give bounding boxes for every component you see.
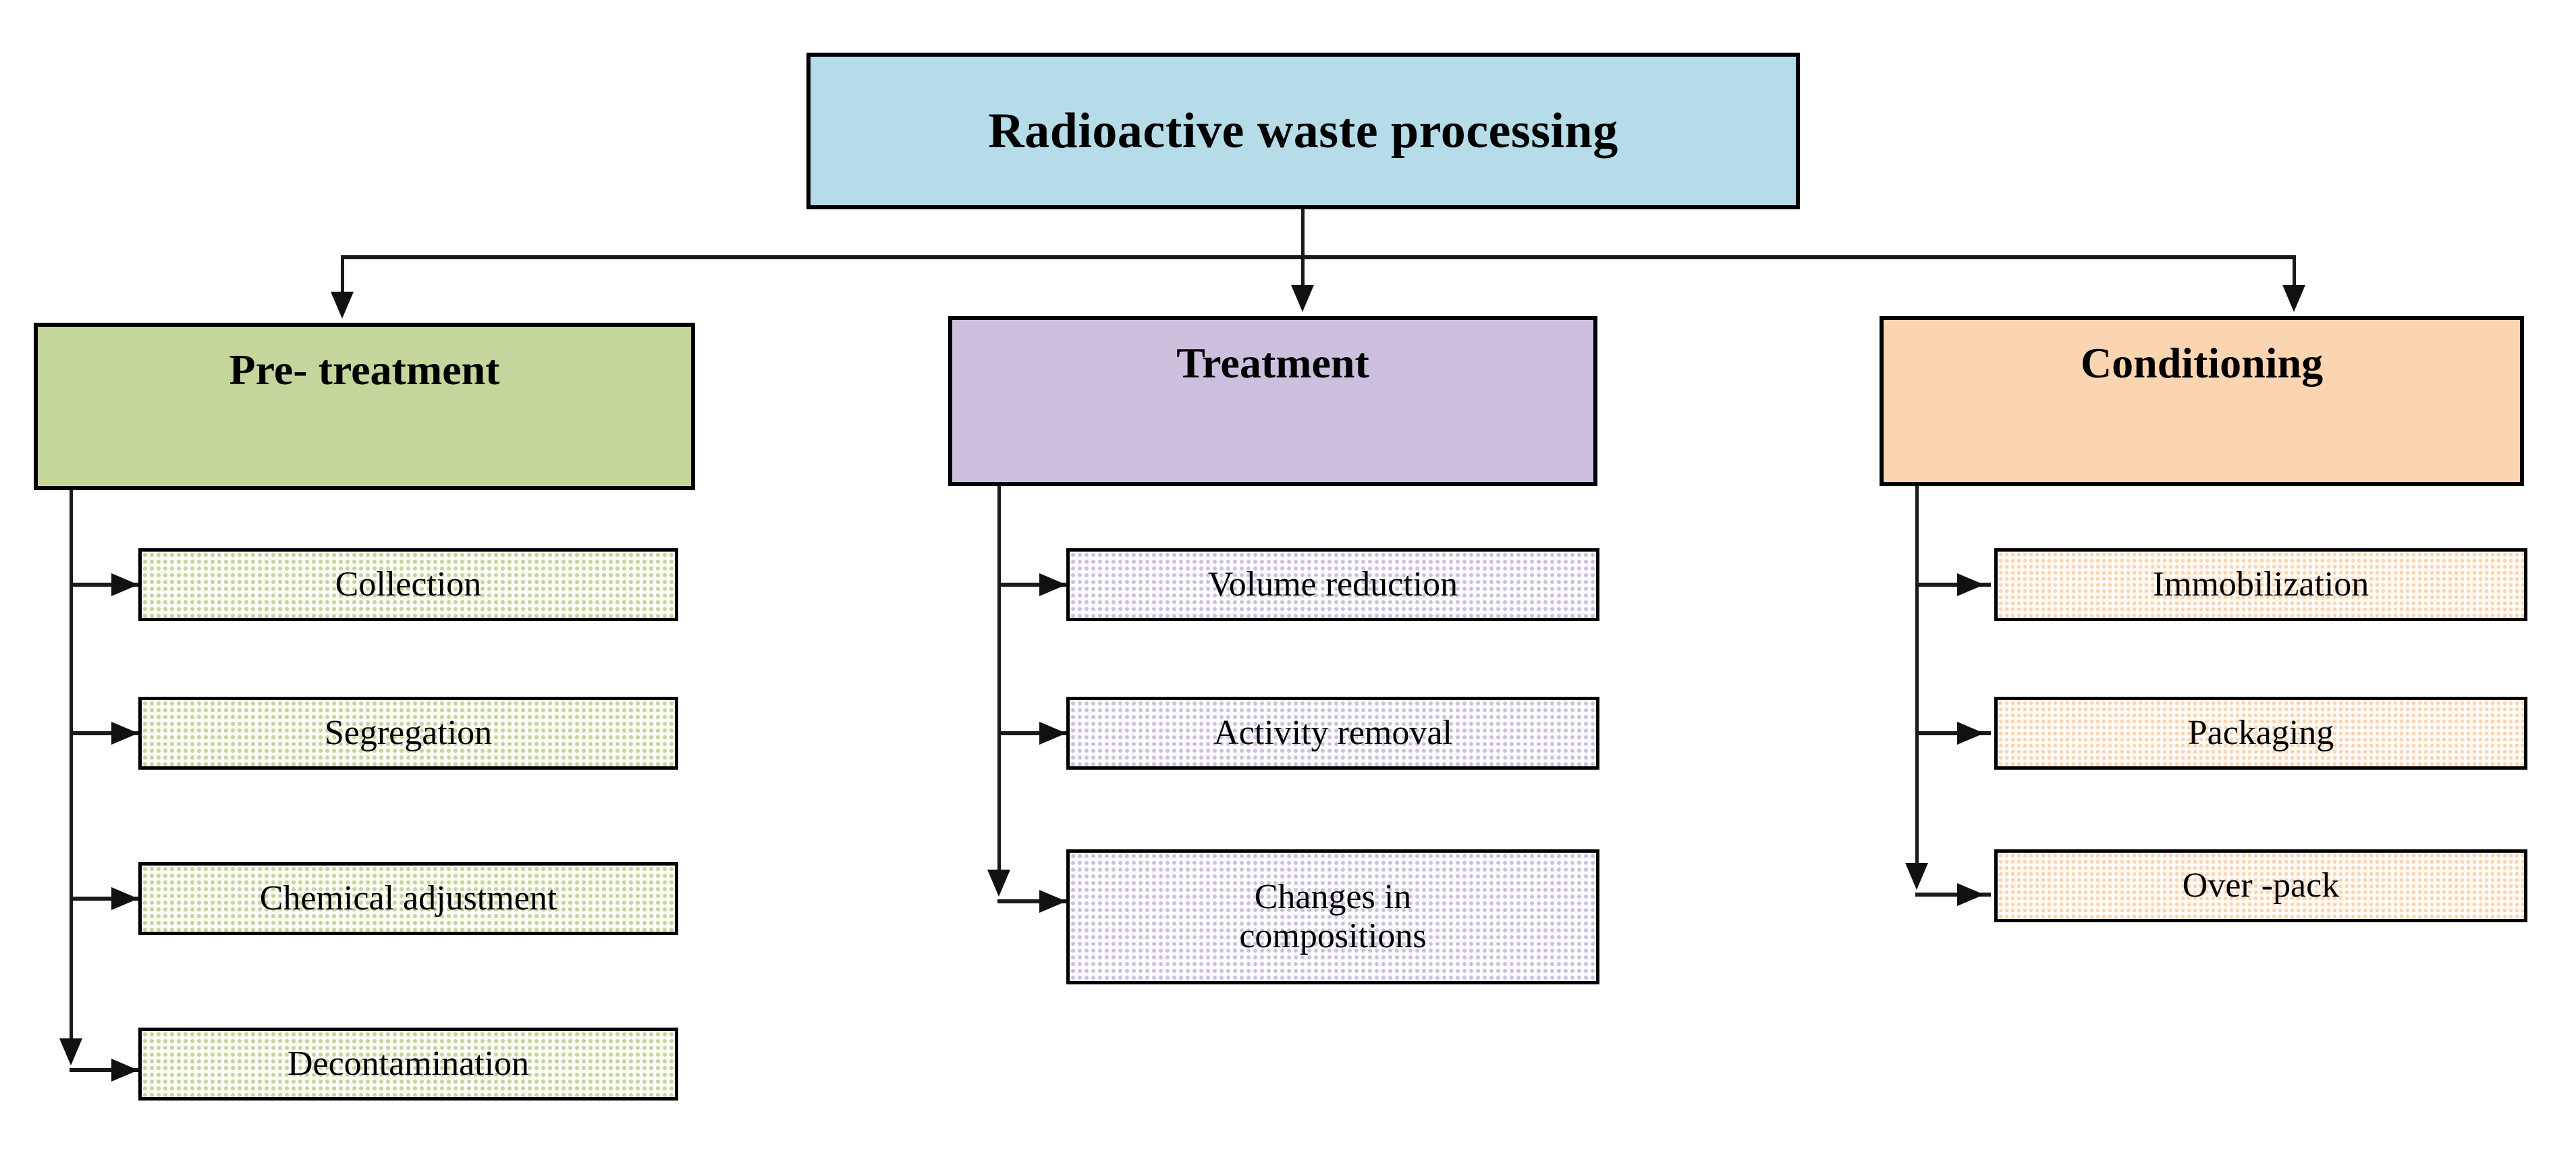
- branch-label-pre-treatment: Pre- treatment: [229, 346, 500, 394]
- step-label-decontamination: Decontamination: [287, 1044, 530, 1083]
- connector-branch-activity-removal: [997, 731, 1073, 735]
- step-node-activity-removal[interactable]: Activity removal: [1066, 697, 1599, 770]
- connector-branch-decontamination: [70, 1068, 144, 1072]
- arrowhead-down-conditioning-spine-icon: [1905, 863, 1928, 890]
- arrowhead-right-over-pack-icon: [1957, 883, 1984, 906]
- connector-branch-collection: [70, 583, 144, 587]
- step-label-changes-line1: Changes in: [1254, 877, 1412, 916]
- connector-branch-over-pack: [1915, 893, 1991, 897]
- step-node-collection[interactable]: Collection: [138, 548, 678, 621]
- step-label-collection: Collection: [335, 564, 482, 604]
- step-label-packaging: Packaging: [2187, 713, 2334, 752]
- arrowhead-right-activity-removal-icon: [1039, 722, 1066, 745]
- step-node-immobilization[interactable]: Immobilization: [1994, 548, 2527, 621]
- arrowhead-right-chemical-icon: [111, 887, 138, 910]
- step-node-segregation[interactable]: Segregation: [138, 697, 678, 770]
- connector-spine-conditioning: [1915, 486, 1919, 884]
- step-label-activity-removal: Activity removal: [1213, 713, 1452, 752]
- connector-branch-changes: [997, 899, 1073, 903]
- step-node-over-pack[interactable]: Over -pack: [1994, 849, 2527, 922]
- step-node-decontamination[interactable]: Decontamination: [138, 1028, 678, 1101]
- connector-branch-packaging: [1915, 731, 1991, 735]
- connector-branch-chemical: [70, 897, 144, 901]
- step-node-changes-in-compositions[interactable]: Changes in compositions: [1066, 849, 1599, 984]
- branch-node-pre-treatment[interactable]: Pre- treatment: [34, 323, 695, 490]
- branch-node-conditioning[interactable]: Conditioning: [1880, 316, 2524, 486]
- root-node-label: Radioactive waste processing: [988, 103, 1618, 159]
- connector-distributor-bar: [341, 255, 2295, 259]
- connector-drop-treatment: [1301, 255, 1305, 290]
- branch-node-treatment[interactable]: Treatment: [948, 316, 1597, 486]
- arrowhead-right-decontamination-icon: [111, 1059, 138, 1082]
- arrowhead-right-changes-icon: [1039, 890, 1066, 913]
- connector-branch-segregation: [70, 731, 144, 735]
- arrowhead-right-segregation-icon: [111, 722, 138, 745]
- step-node-packaging[interactable]: Packaging: [1994, 697, 2527, 770]
- branch-label-treatment: Treatment: [1176, 339, 1369, 387]
- step-label-volume-reduction: Volume reduction: [1207, 564, 1458, 604]
- step-label-immobilization: Immobilization: [2152, 564, 2369, 604]
- arrowhead-down-treatment-spine-icon: [987, 870, 1010, 897]
- step-node-volume-reduction[interactable]: Volume reduction: [1066, 548, 1599, 621]
- connector-root-stem: [1301, 209, 1305, 259]
- step-label-chemical-adjustment: Chemical adjustment: [259, 878, 557, 918]
- arrowhead-down-pre-spine-icon: [59, 1038, 82, 1065]
- arrowhead-right-volume-reduction-icon: [1039, 573, 1066, 596]
- connector-branch-volume-reduction: [997, 583, 1073, 587]
- arrowhead-down-pre-icon: [331, 292, 354, 319]
- arrowhead-right-collection-icon: [111, 573, 138, 596]
- step-node-chemical-adjustment[interactable]: Chemical adjustment: [138, 862, 678, 935]
- arrowhead-right-immobilization-icon: [1957, 573, 1984, 596]
- connector-branch-immobilization: [1915, 583, 1991, 587]
- root-node-radioactive-waste-processing[interactable]: Radioactive waste processing: [806, 53, 1800, 209]
- arrowhead-down-treatment-icon: [1291, 285, 1314, 312]
- arrowhead-down-conditioning-icon: [2282, 285, 2305, 312]
- step-label-segregation: Segregation: [324, 713, 493, 752]
- step-label-over-pack: Over -pack: [2182, 866, 2340, 905]
- connector-drop-conditioning: [2293, 255, 2296, 290]
- arrowhead-right-packaging-icon: [1957, 722, 1984, 745]
- connector-spine-treatment: [997, 486, 1001, 891]
- step-label-changes-line2: compositions: [1239, 917, 1427, 955]
- connector-spine-pre-treatment: [70, 490, 73, 1061]
- connector-drop-pre: [341, 255, 344, 297]
- branch-label-conditioning: Conditioning: [2080, 339, 2324, 387]
